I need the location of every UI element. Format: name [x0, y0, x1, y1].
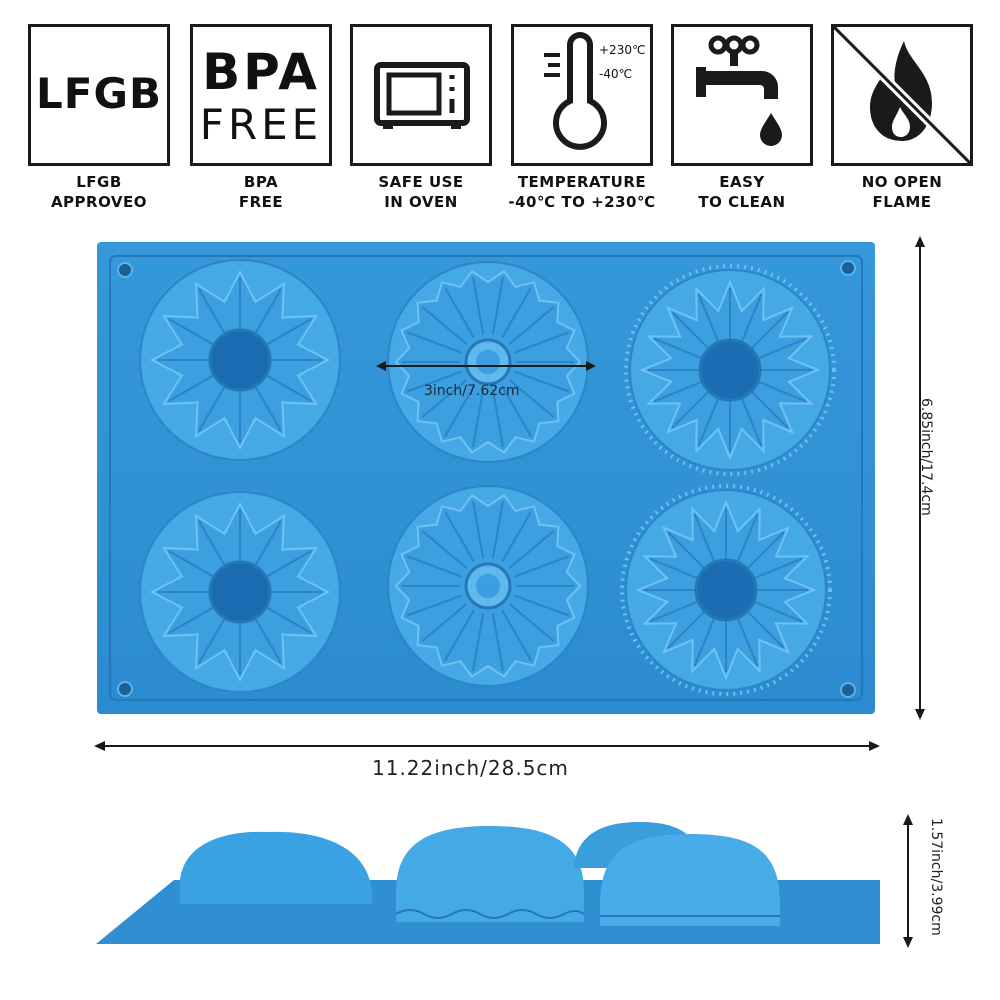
- cavity-diameter-label: 3inch/7.62cm: [424, 383, 520, 399]
- temp-low-text: -40℃: [599, 67, 633, 81]
- width-label: 11.22inch/28.5cm: [372, 756, 569, 780]
- temperature-label: TEMPERATURE -40℃ TO +230℃: [508, 173, 656, 211]
- bpa-text: BPA: [202, 43, 320, 101]
- cavity-flute: [387, 261, 589, 463]
- depth-label: 1.57inch/3.99cm: [928, 818, 944, 936]
- cavity-star: [139, 259, 341, 461]
- bpa-free-badge: BPA FREE: [190, 24, 332, 166]
- no-flame-label: NO OPEN FLAME: [861, 173, 943, 211]
- lfgb-text-icon: LFGB: [36, 69, 162, 118]
- thermometer-icon: [544, 32, 607, 150]
- easy-clean-badge: [671, 24, 813, 166]
- cavity-flute: [387, 485, 589, 687]
- oven-label: SAFE USE IN OVEN: [378, 173, 464, 211]
- height-label: 6.85inch/17.4cm: [918, 398, 934, 516]
- temp-high-text: +230℃: [599, 43, 646, 57]
- cavity-flower: [624, 264, 836, 476]
- free-text: FREE: [199, 100, 323, 149]
- easy-clean-label: EASY TO CLEAN: [698, 173, 786, 211]
- no-flame-icon: [834, 27, 970, 163]
- cavity-flower: [620, 484, 832, 696]
- lfgb-label: LFGB APPROVEO: [50, 173, 148, 211]
- temperature-badge: +230℃ -40℃: [511, 24, 653, 166]
- faucet-icon: [696, 35, 782, 146]
- lfgb-badge: LFGB: [28, 24, 170, 166]
- oven-badge: [350, 24, 492, 166]
- no-flame-badge: [831, 24, 973, 166]
- cavity-star: [139, 491, 341, 693]
- bpa-free-label: BPA FREE: [238, 173, 284, 211]
- oven-icon: [374, 62, 470, 129]
